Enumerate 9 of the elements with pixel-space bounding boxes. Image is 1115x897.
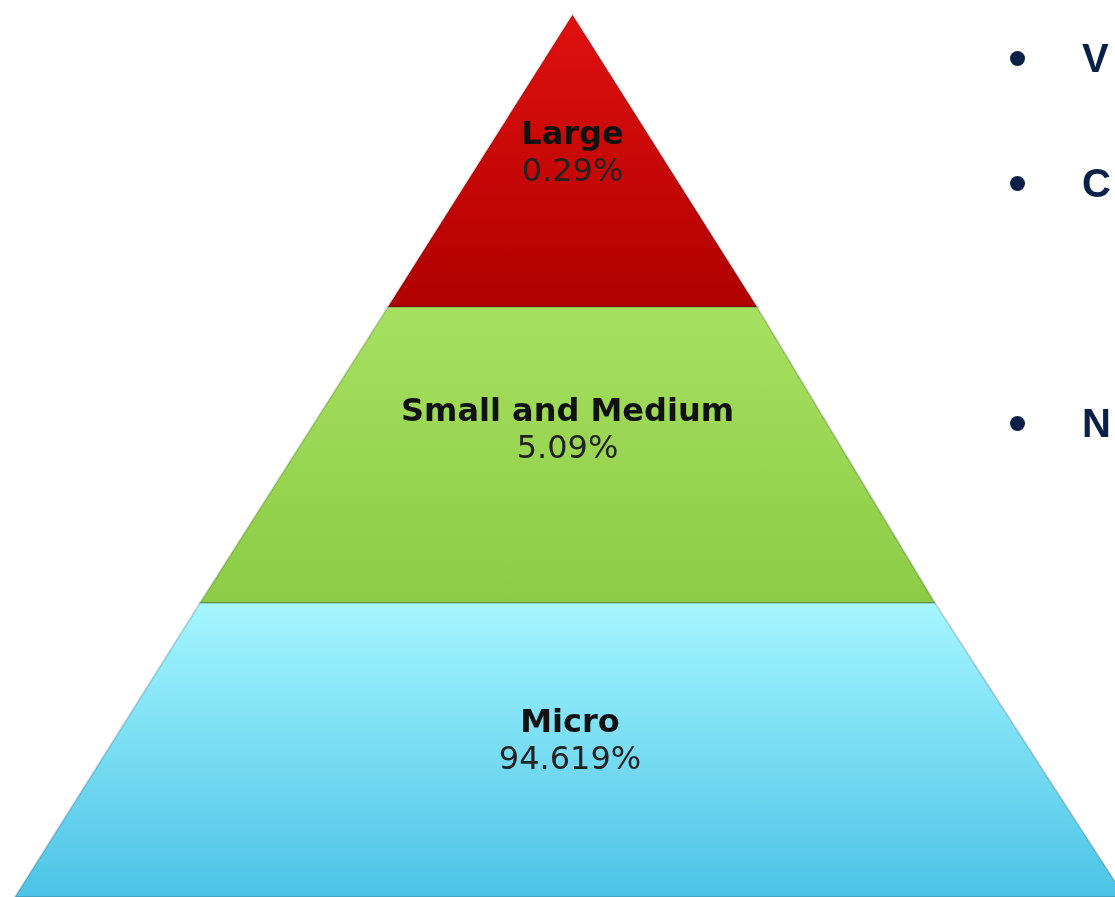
tier-percentage: 5.09% bbox=[516, 428, 619, 466]
bullet-text: N bbox=[1082, 403, 1111, 443]
tier-heading: Small and Medium bbox=[401, 392, 734, 429]
tier-percentage: 94.619% bbox=[498, 739, 642, 777]
tier-heading: Large bbox=[521, 115, 624, 152]
bullet-text: C bbox=[1082, 163, 1111, 203]
tier-heading: Micro bbox=[520, 703, 620, 740]
bullet-text: V bbox=[1082, 38, 1109, 78]
tier-percentage: 0.29% bbox=[521, 151, 624, 189]
